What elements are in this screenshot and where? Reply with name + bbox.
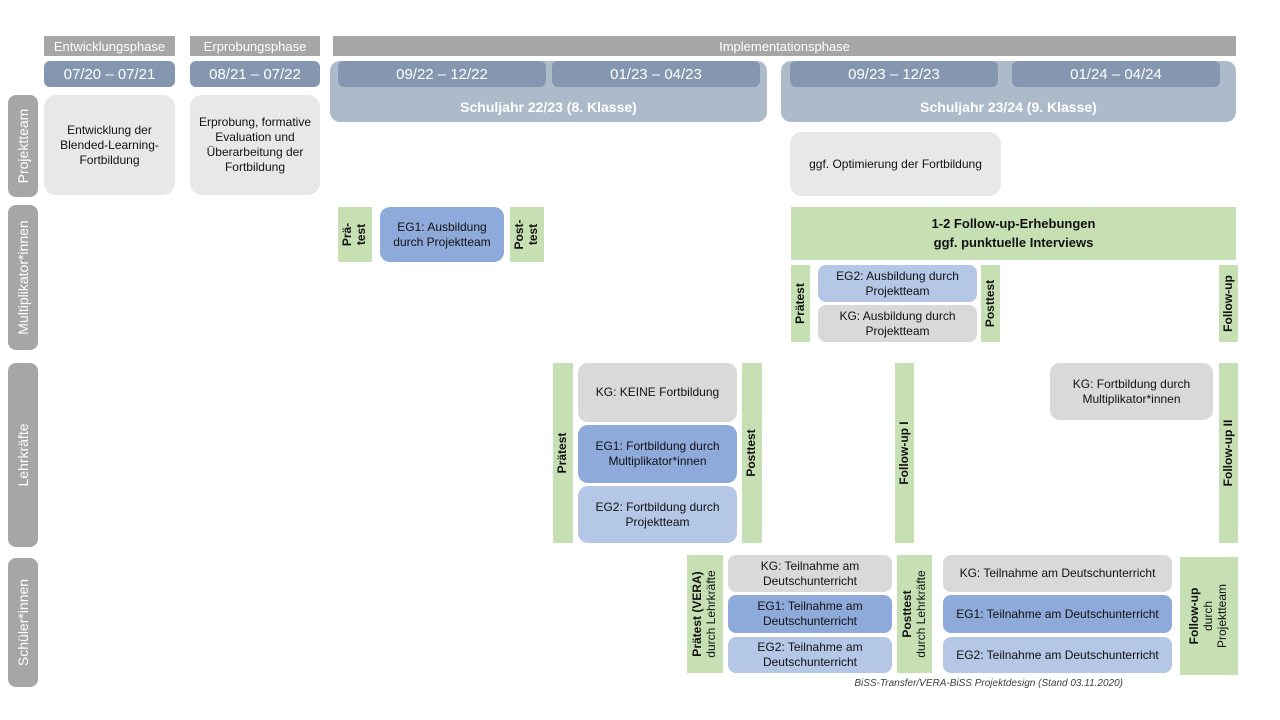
period-label: 09/22 – 12/22 bbox=[396, 65, 488, 83]
test-marker-posttest-schueler: Posttest durch Lehrkräfte bbox=[897, 555, 932, 673]
phase-bar-entwicklungsphase: Entwicklungsphase bbox=[44, 36, 175, 56]
task-box-eg2-ausbildung: EG2: Ausbildung durch Projektteam bbox=[818, 265, 977, 302]
schoolyear-label: Schuljahr 23/24 (9. Klasse) bbox=[920, 99, 1097, 115]
marker-label: Follow-up I bbox=[896, 421, 911, 485]
task-box-kg-ausbildung: KG: Ausbildung durch Projektteam bbox=[818, 305, 977, 342]
row-label: Schüler*innen bbox=[14, 578, 31, 667]
test-marker-posttest2-multiplikatoren: Posttest bbox=[981, 265, 1000, 342]
marker-label: Prätest bbox=[792, 283, 807, 324]
test-marker-praetest-multiplikatoren: Prä- test bbox=[338, 207, 372, 262]
test-marker-posttest-multiplikatoren: Post- test bbox=[510, 207, 544, 262]
task-label: Erprobung, formative Evaluation und Über… bbox=[198, 115, 312, 174]
period-label: 08/21 – 07/22 bbox=[209, 65, 301, 83]
sidebar-label-schuelerinnen: Schüler*innen bbox=[8, 558, 38, 687]
task-label: KG: Fortbildung durch Multiplikator*inne… bbox=[1072, 376, 1191, 406]
task-label: EG1: Teilnahme am Deutschunterricht bbox=[956, 606, 1159, 621]
sidebar-label-multiplikatorinnen: Multiplikator*innen bbox=[8, 205, 38, 350]
period-pill-0123-0423: 01/23 – 04/23 bbox=[552, 61, 760, 87]
row-label: Multiplikator*innen bbox=[14, 220, 31, 335]
task-box-optimierung-fortbildung: ggf. Optimierung der Fortbildung bbox=[790, 132, 1001, 196]
task-box-kg-keine-fortbildung: KG: KEINE Fortbildung bbox=[578, 363, 737, 422]
task-label: EG2: Fortbildung durch Projektteam bbox=[595, 499, 720, 529]
sidebar-label-projektteam: Projektteam bbox=[8, 95, 38, 197]
task-box-kg-fortbildung-multiplikatoren: KG: Fortbildung durch Multiplikator*inne… bbox=[1050, 363, 1213, 420]
phase-bar-implementationsphase: Implementationsphase bbox=[333, 36, 1236, 56]
task-label: KG: Teilnahme am Deutschunterricht bbox=[760, 558, 860, 588]
task-box-erprobung-evaluation: Erprobung, formative Evaluation und Über… bbox=[190, 95, 320, 195]
marker-sublabel: Projektteam bbox=[1214, 583, 1229, 649]
task-box-kg-teilnahme-2: KG: Teilnahme am Deutschunterricht bbox=[943, 555, 1172, 592]
task-label: KG: Teilnahme am Deutschunterricht bbox=[959, 566, 1156, 580]
task-box-eg1-teilnahme-2: EG1: Teilnahme am Deutschunterricht bbox=[943, 595, 1172, 633]
period-label: 09/23 – 12/23 bbox=[848, 65, 940, 83]
task-box-eg1-teilnahme-1: EG1: Teilnahme am Deutschunterricht bbox=[728, 595, 892, 633]
task-label: EG1: Ausbildung durch Projektteam bbox=[393, 219, 491, 249]
marker-label: Posttest bbox=[744, 429, 759, 477]
schoolyear-label: Schuljahr 22/23 (8. Klasse) bbox=[460, 99, 637, 115]
task-box-eg2-teilnahme-1: EG2: Teilnahme am Deutschunterricht bbox=[728, 637, 892, 673]
task-label: KG: KEINE Fortbildung bbox=[595, 385, 720, 399]
task-box-eg2-teilnahme-2: EG2: Teilnahme am Deutschunterricht bbox=[943, 637, 1172, 673]
task-label: EG2: Teilnahme am Deutschunterricht bbox=[757, 640, 863, 669]
period-pill-0923-1223: 09/23 – 12/23 bbox=[790, 61, 998, 87]
period-label: 01/23 – 04/23 bbox=[610, 65, 702, 83]
task-label: Entwicklung der Blended-Learning-Fortbil… bbox=[60, 122, 159, 167]
row-label: Lehrkräfte bbox=[14, 423, 31, 487]
task-label: EG1: Fortbildung durch Multiplikator*inn… bbox=[595, 439, 720, 468]
marker-label: test bbox=[354, 223, 368, 246]
task-label: EG1: Teilnahme am Deutschunterricht bbox=[757, 599, 863, 628]
task-box-followup-erhebungen: 1-2 Follow-up-Erhebungen ggf. punktuelle… bbox=[791, 207, 1236, 260]
period-pill-0821-0722: 08/21 – 07/22 bbox=[190, 61, 320, 87]
period-label: 07/20 – 07/21 bbox=[63, 65, 156, 83]
marker-label: test bbox=[526, 223, 540, 246]
task-box-eg1-fortbildung: EG1: Fortbildung durch Multiplikator*inn… bbox=[578, 425, 737, 483]
test-marker-followup2-lehrkraefte: Follow-up II bbox=[1219, 363, 1238, 543]
task-label: ggf. Optimierung der Fortbildung bbox=[809, 156, 982, 171]
test-marker-followup1-lehrkraefte: Follow-up I bbox=[895, 363, 914, 543]
task-box-kg-teilnahme-1: KG: Teilnahme am Deutschunterricht bbox=[728, 555, 892, 592]
marker-label: Prätest (VERA) bbox=[690, 571, 705, 657]
marker-sublabel: durch bbox=[1201, 600, 1216, 632]
period-pill-0124-0424: 01/24 – 04/24 bbox=[1012, 61, 1220, 87]
marker-label: Follow-up bbox=[1220, 275, 1235, 332]
test-marker-praetest-lehrkraefte: Prätest bbox=[553, 363, 573, 543]
task-label: EG2: Teilnahme am Deutschunterricht bbox=[956, 647, 1159, 662]
test-marker-praetest-vera-schueler: Prätest (VERA) durch Lehrkräfte bbox=[687, 555, 723, 673]
marker-label: Prätest bbox=[555, 432, 570, 474]
marker-label: Posttest bbox=[982, 279, 997, 328]
task-box-entwicklung-fortbildung: Entwicklung der Blended-Learning-Fortbil… bbox=[44, 95, 175, 195]
test-marker-followup-multiplikatoren: Follow-up bbox=[1219, 265, 1238, 342]
footer-caption: BiSS-Transfer/VERA-BiSS Projektdesign (S… bbox=[854, 678, 1123, 689]
marker-label: Posttest bbox=[899, 590, 914, 638]
period-pill-0922-1222: 09/22 – 12/22 bbox=[338, 61, 546, 87]
period-label: 01/24 – 04/24 bbox=[1070, 65, 1162, 83]
test-marker-followup-schueler: Follow-up durch Projektteam bbox=[1180, 557, 1238, 675]
task-label: EG2: Ausbildung durch Projektteam bbox=[836, 268, 959, 298]
phase-label: Implementationsphase bbox=[719, 38, 850, 54]
task-box-eg1-ausbildung: EG1: Ausbildung durch Projektteam bbox=[380, 207, 504, 262]
sidebar-label-lehrkraefte: Lehrkräfte bbox=[8, 363, 38, 547]
marker-label: Follow-up II bbox=[1220, 419, 1235, 487]
row-label: Projektteam bbox=[14, 108, 31, 184]
marker-sublabel: durch Lehrkräfte bbox=[913, 570, 928, 658]
task-label: 1-2 Follow-up-Erhebungen bbox=[931, 215, 1096, 231]
test-marker-praetest2-multiplikatoren: Prätest bbox=[791, 265, 810, 342]
marker-label: Follow-up bbox=[1187, 587, 1202, 645]
test-marker-posttest-lehrkraefte: Posttest bbox=[742, 363, 762, 543]
phase-label: Entwicklungsphase bbox=[53, 38, 166, 54]
task-label: KG: Ausbildung durch Projektteam bbox=[839, 308, 956, 338]
task-box-eg2-fortbildung: EG2: Fortbildung durch Projektteam bbox=[578, 486, 737, 543]
marker-label: Post- bbox=[512, 219, 527, 250]
phase-bar-erprobungsphase: Erprobungsphase bbox=[190, 36, 320, 56]
marker-sublabel: durch Lehrkräfte bbox=[704, 570, 718, 658]
period-pill-0720-0721: 07/20 – 07/21 bbox=[44, 61, 175, 87]
marker-label: Prä- bbox=[340, 222, 355, 247]
phase-label: Erprobungsphase bbox=[203, 38, 307, 54]
task-label: ggf. punktuelle Interviews bbox=[933, 234, 1094, 250]
